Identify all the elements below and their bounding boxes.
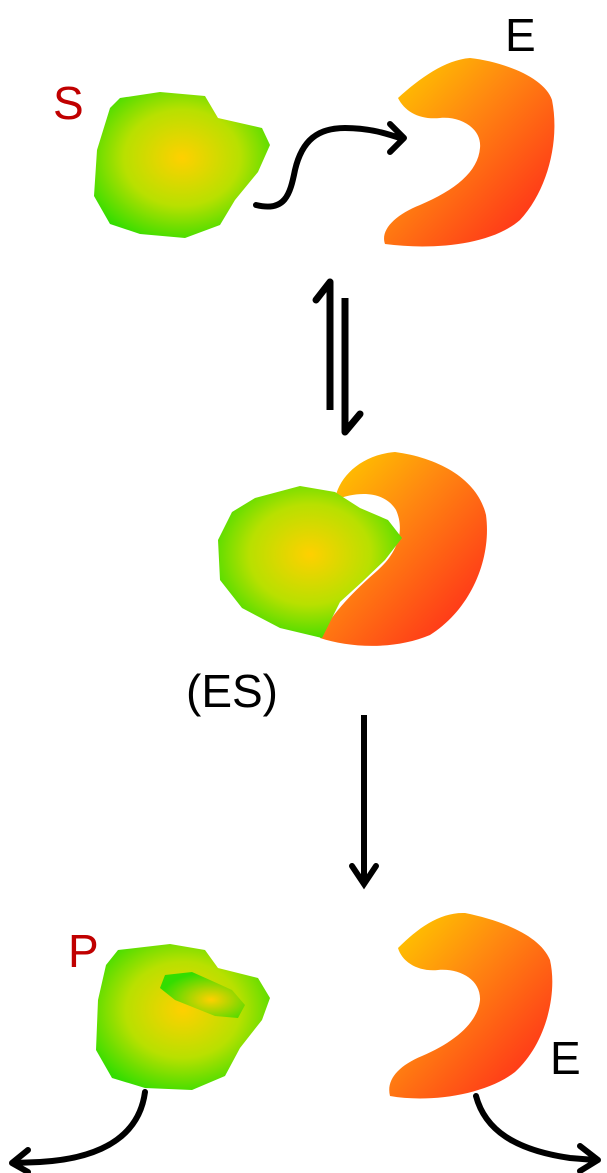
- enzyme-label-bottom: E: [550, 1032, 581, 1084]
- reaction-arrow: [349, 715, 379, 890]
- product-modified-site: [160, 972, 245, 1018]
- product-shape: [96, 944, 270, 1090]
- equilibrium-arrow: [312, 278, 364, 436]
- enzyme-label-top: E: [505, 9, 536, 61]
- product-label: P: [68, 925, 99, 977]
- enzyme-shape-top: [384, 58, 555, 247]
- product-release-arrow: [11, 1089, 148, 1166]
- complex-substrate-part: [218, 486, 402, 638]
- complex-enzyme-part: [320, 452, 487, 646]
- enzyme-release-arrow: [473, 1093, 598, 1163]
- product-release-arrow-head: [9, 1147, 31, 1173]
- complex-label: (ES): [186, 665, 278, 717]
- substrate-label: S: [53, 77, 84, 129]
- substrate-shape: [94, 92, 270, 238]
- enzyme-shape-bottom: [389, 912, 553, 1099]
- binding-arrow-head: [387, 121, 407, 155]
- binding-arrow: [253, 124, 403, 210]
- enzyme-release-arrow-head: [577, 1143, 601, 1173]
